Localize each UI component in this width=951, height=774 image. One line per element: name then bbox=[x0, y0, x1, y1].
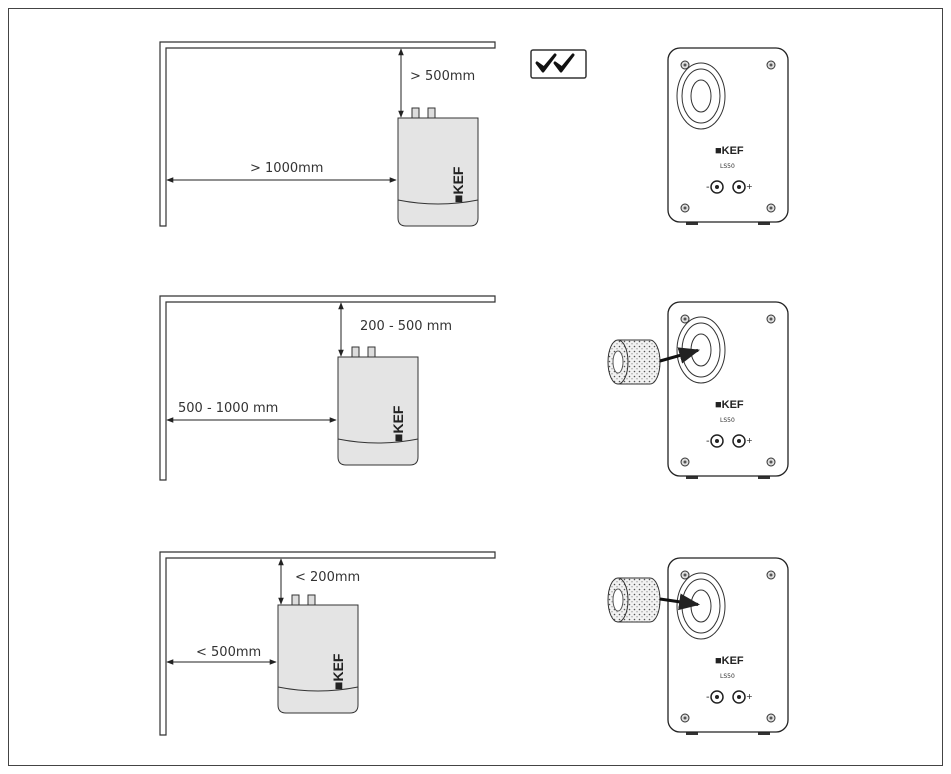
kef-logo: ■KEF bbox=[450, 166, 466, 203]
bass-port bbox=[676, 316, 726, 384]
frame-border bbox=[8, 8, 943, 766]
terminal-minus-label: - bbox=[706, 692, 710, 703]
model-label: LS50 bbox=[720, 673, 735, 680]
wall bbox=[159, 41, 496, 227]
terminal-plus-label: + bbox=[746, 436, 753, 445]
speaker-rear-view: ■KEF LS50 - + bbox=[667, 47, 789, 225]
bass-port bbox=[676, 62, 726, 130]
terminal-post bbox=[351, 346, 360, 358]
insert-arrow-icon bbox=[659, 593, 701, 611]
kef-logo: ■KEF bbox=[390, 405, 406, 442]
side-distance-label: < 500mm bbox=[196, 645, 261, 660]
model-label: LS50 bbox=[720, 417, 735, 424]
speaker-top-view: ■KEF bbox=[337, 346, 419, 466]
double-checkmark-icon bbox=[530, 49, 587, 79]
placement-row-1: ■KEF > 500mm > 1000mm ■KEF LS50 - + bbox=[159, 41, 789, 227]
side-distance-label: > 1000mm bbox=[250, 161, 323, 176]
wall bbox=[159, 295, 496, 481]
foam-plug bbox=[607, 339, 701, 385]
terminal-plus-label: + bbox=[746, 182, 753, 191]
terminal-post bbox=[307, 594, 316, 606]
speaker-top-view: ■KEF bbox=[277, 594, 359, 714]
model-label: LS50 bbox=[720, 163, 735, 170]
side-distance-label: 500 - 1000 mm bbox=[178, 401, 278, 416]
terminal-post bbox=[411, 107, 420, 119]
rear-distance-label: > 500mm bbox=[410, 69, 475, 84]
kef-logo: ■KEF bbox=[330, 653, 346, 690]
kef-logo: ■KEF bbox=[715, 655, 744, 667]
terminal-plus-label: + bbox=[746, 692, 753, 701]
placement-row-2: ■KEF 200 - 500 mm 500 - 1000 mm ■KEF LS50 - + bbox=[159, 295, 789, 481]
foam-plug bbox=[607, 577, 701, 623]
rear-distance-label: < 200mm bbox=[295, 570, 360, 585]
placement-row-3: ■KEF < 200mm < 500mm ■KEF LS50 - + bbox=[159, 551, 789, 736]
bass-port bbox=[676, 572, 726, 640]
terminal-post bbox=[427, 107, 436, 119]
insert-arrow-icon bbox=[659, 347, 701, 364]
speaker-rear-view: ■KEF LS50 - + bbox=[667, 301, 789, 479]
terminal-post bbox=[291, 594, 300, 606]
rear-distance-label: 200 - 500 mm bbox=[360, 319, 452, 334]
wall bbox=[159, 551, 496, 736]
terminal-post bbox=[367, 346, 376, 358]
kef-logo: ■KEF bbox=[715, 145, 744, 157]
speaker-top-view: ■KEF bbox=[397, 107, 479, 227]
speaker-rear-view: ■KEF LS50 - + bbox=[667, 557, 789, 735]
terminal-minus-label: - bbox=[706, 182, 710, 193]
kef-logo: ■KEF bbox=[715, 399, 744, 411]
terminal-minus-label: - bbox=[706, 436, 710, 447]
